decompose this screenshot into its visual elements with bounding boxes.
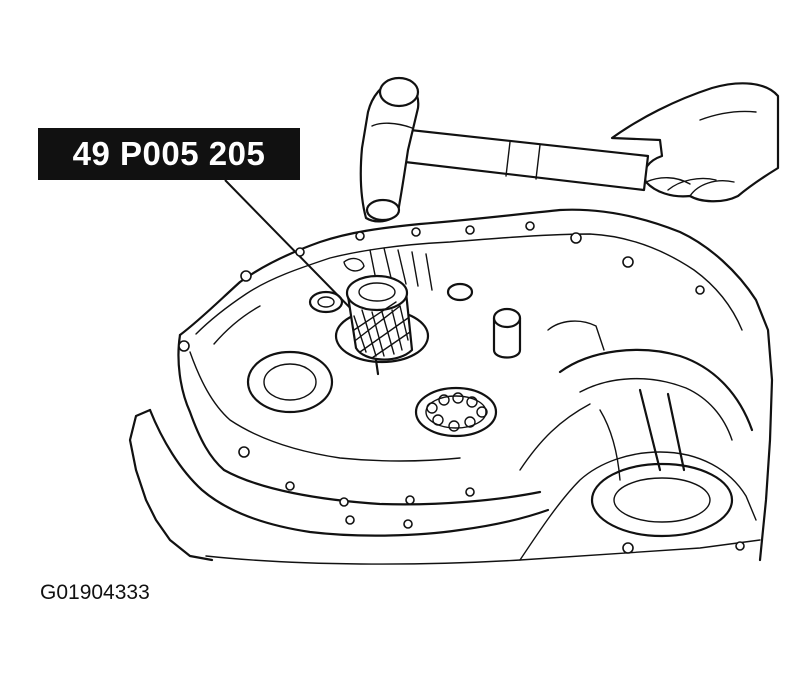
transaxle-case <box>128 208 774 565</box>
special-tool-icon <box>345 274 414 376</box>
case-internals <box>246 247 754 538</box>
figure-code: G01904333 <box>40 581 150 604</box>
tool-number-label: 49 P005 205 <box>72 135 266 172</box>
hammer-icon <box>359 76 650 223</box>
bolt-holes <box>178 221 745 554</box>
tool-number-callout: 49 P005 205 <box>38 128 300 180</box>
